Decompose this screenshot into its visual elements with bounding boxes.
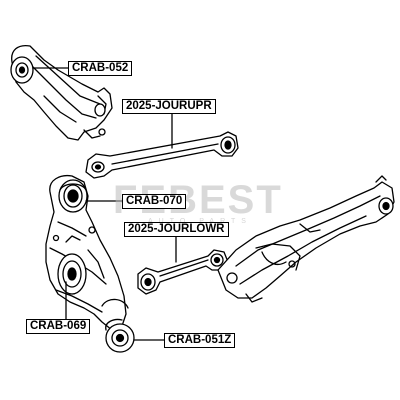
label-crab-051z[interactable]: CRAB-051Z <box>164 333 236 348</box>
label-crab-069[interactable]: CRAB-069 <box>26 319 91 334</box>
upper-trailing-arm <box>10 44 113 141</box>
lower-control-arm <box>217 175 395 303</box>
bushing-crab-051z <box>105 318 135 353</box>
bushing-crab-070 <box>58 179 88 213</box>
label-crab-070[interactable]: CRAB-070 <box>122 194 187 209</box>
label-2025-jourlowr[interactable]: 2025-JOURLOWR <box>124 222 229 237</box>
label-2025-jourupr[interactable]: 2025-JOURUPR <box>122 99 216 114</box>
lower-rod <box>137 249 229 295</box>
watermark-tagline: AUTO PARTS <box>148 218 252 225</box>
upper-rod <box>85 131 239 179</box>
label-crab-052[interactable]: CRAB-052 <box>68 61 133 76</box>
